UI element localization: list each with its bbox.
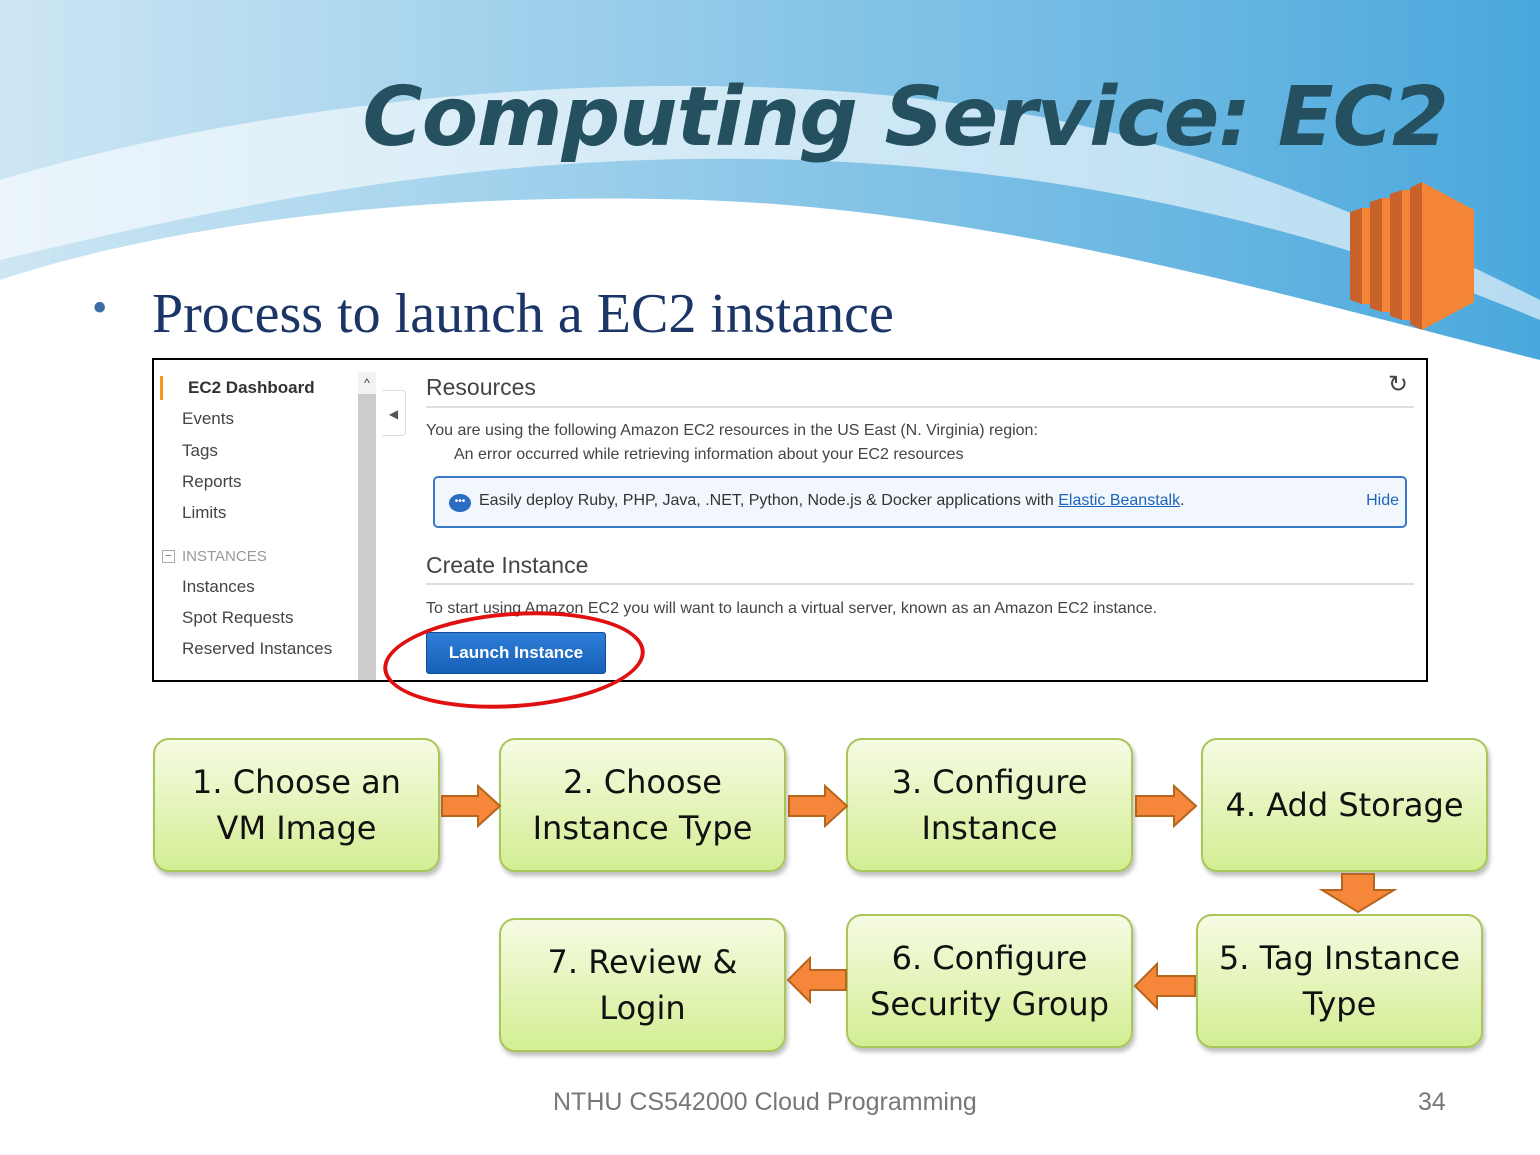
sidebar: EC2 Dashboard Events Tags Reports Limits…	[154, 360, 359, 680]
step-1-box: 1. Choose an VM Image	[153, 738, 440, 872]
arrow-right-icon	[1135, 784, 1198, 828]
step-2-box: 2. Choose Instance Type	[499, 738, 786, 872]
sidebar-item-instances[interactable]: Instances	[182, 577, 255, 596]
sidebar-item-reports[interactable]: Reports	[182, 472, 242, 491]
sidebar-item-spot-requests[interactable]: Spot Requests	[182, 608, 294, 627]
arrow-right-icon	[788, 784, 849, 828]
chat-bubble-icon: •••	[449, 494, 471, 512]
sidebar-item-dashboard[interactable]: EC2 Dashboard	[188, 378, 315, 397]
slide-title: Computing Service: EC2	[362, 70, 1449, 165]
wave-background	[0, 0, 1540, 360]
ec2-logo-icon	[1350, 182, 1474, 330]
hide-link[interactable]: Hide	[1366, 492, 1399, 509]
elastic-beanstalk-link[interactable]: Elastic Beanstalk	[1058, 492, 1181, 509]
sidebar-section-instances: INSTANCES	[182, 548, 267, 565]
bullet-text: Process to launch a EC2 instance	[152, 283, 894, 345]
footer-text: NTHU CS542000 Cloud Programming	[553, 1088, 977, 1116]
divider	[426, 406, 1414, 408]
resources-heading: Resources	[426, 374, 536, 400]
beanstalk-banner: ••• Easily deploy Ruby, PHP, Java, .NET,…	[433, 476, 1407, 528]
resources-text: You are using the following Amazon EC2 r…	[426, 422, 1038, 439]
arrow-right-icon	[441, 784, 502, 828]
collapse-sidebar-icon[interactable]: ◀	[382, 390, 406, 436]
arrow-left-icon	[786, 956, 847, 1004]
divider	[426, 583, 1414, 585]
active-indicator	[160, 376, 163, 400]
step-7-box: 7. Review & Login	[499, 918, 786, 1052]
banner-text: Easily deploy Ruby, PHP, Java, .NET, Pyt…	[479, 492, 1054, 509]
step-3-box: 3. Configure Instance	[846, 738, 1133, 872]
page-number: 34	[1418, 1088, 1446, 1116]
sidebar-item-events[interactable]: Events	[182, 409, 234, 428]
ec2-console-screenshot: EC2 Dashboard Events Tags Reports Limits…	[152, 358, 1428, 682]
step-6-box: 6. Configure Security Group	[846, 914, 1133, 1048]
step-5-box: 5. Tag Instance Type	[1196, 914, 1483, 1048]
launch-instance-button[interactable]: Launch Instance	[426, 632, 606, 674]
error-text: An error occurred while retrieving infor…	[454, 446, 964, 463]
sidebar-item-limits[interactable]: Limits	[182, 503, 227, 522]
sidebar-item-reserved-instances[interactable]: Reserved Instances	[182, 639, 333, 658]
scroll-up-icon[interactable]: ^	[358, 372, 376, 394]
arrow-left-icon	[1133, 962, 1196, 1010]
sidebar-item-tags[interactable]: Tags	[182, 441, 218, 460]
create-instance-text: To start using Amazon EC2 you will want …	[426, 600, 1158, 617]
create-instance-heading: Create Instance	[426, 552, 589, 578]
sidebar-scrollbar[interactable]: ^	[358, 372, 376, 680]
arrow-down-icon	[1318, 873, 1398, 914]
refresh-icon[interactable]: ↻	[1387, 371, 1408, 398]
step-4-box: 4. Add Storage	[1201, 738, 1488, 872]
collapse-section-icon[interactable]: −	[162, 550, 175, 563]
bullet-icon: •	[92, 283, 108, 332]
banner-suffix: .	[1180, 492, 1185, 509]
